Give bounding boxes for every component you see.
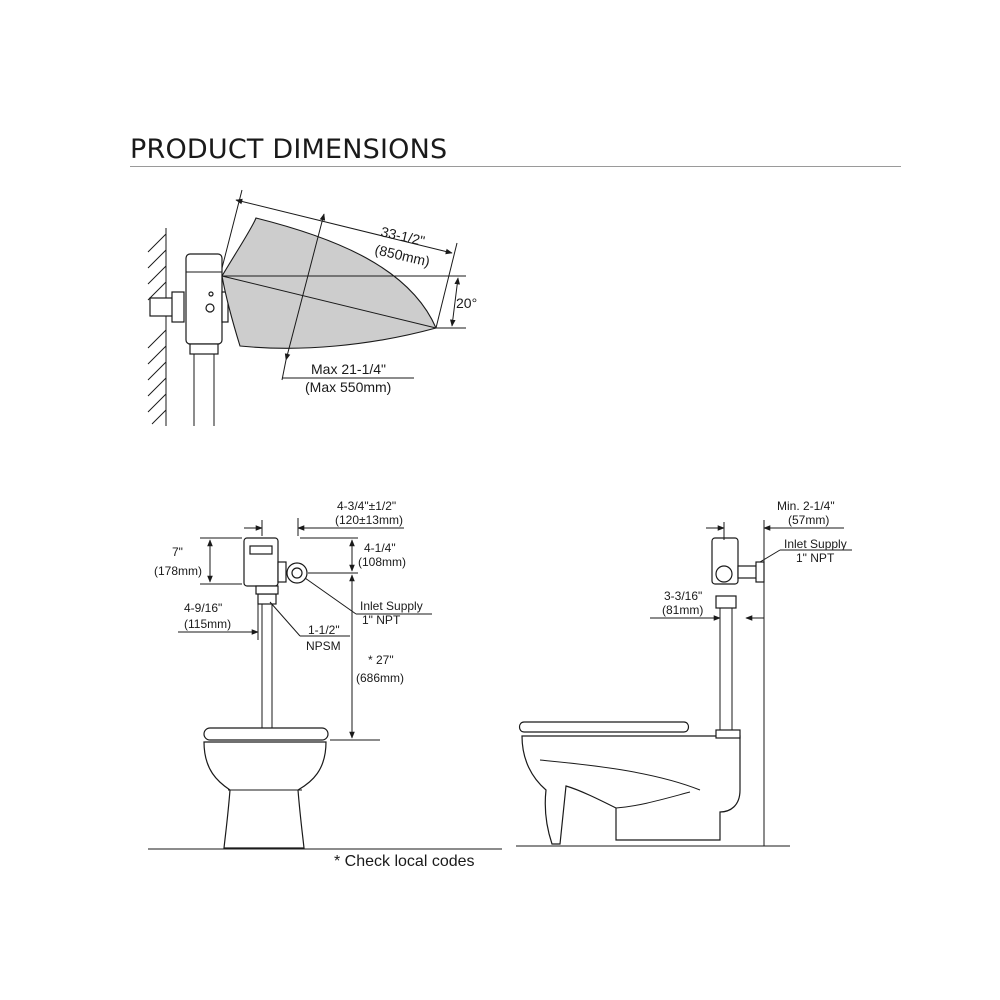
- spud-offset-label: 3-3/16": [664, 589, 702, 603]
- max-range-dimension: [284, 213, 326, 361]
- inlet-thread-label: 1" NPT: [362, 613, 401, 627]
- supply-pipe: [149, 291, 185, 323]
- toilet-front: [203, 727, 329, 849]
- spud-offset-metric: (81mm): [662, 603, 703, 617]
- flush-pipe: [257, 593, 277, 728]
- leader-line: [269, 601, 301, 637]
- page-title: PRODUCT DIMENSIONS: [130, 134, 448, 165]
- side-flush-pipe: [715, 595, 741, 739]
- inlet-supply-label: Inlet Supply: [360, 599, 423, 613]
- outlet-offset-metric: (115mm): [184, 617, 231, 631]
- rough-in-label: * 27": [368, 653, 394, 667]
- max-range-label: Max 21-1/4": [311, 361, 386, 377]
- sensor-range-diagram: 33-1/2" (850mm) 20° Max 21-1/4" (Max 550…: [147, 189, 477, 426]
- projection-label: 4-3/4"±1/2": [337, 499, 396, 513]
- wall-clearance-label: Min. 2-1/4": [777, 499, 835, 513]
- toilet-side: [518, 721, 741, 845]
- range-length-dimension: [235, 198, 453, 255]
- front-view-diagram: 4-3/4"±1/2" (120±13mm) 7" (178mm) 4-1/4"…: [148, 499, 502, 870]
- inlet-height-metric: (108mm): [358, 555, 406, 569]
- flush-valve-body: [185, 253, 229, 426]
- sensor-axis-line: [221, 275, 437, 329]
- wall-hatching: [147, 228, 167, 426]
- outlet-offset-label: 4-9/16": [184, 601, 222, 615]
- leader-line: [304, 577, 357, 615]
- spud-size-label: 1-1/2": [308, 623, 340, 637]
- projection-metric: (120±13mm): [335, 513, 403, 527]
- body-height-metric: (178mm): [154, 564, 202, 578]
- wall-clearance-metric: (57mm): [788, 513, 829, 527]
- extension-line: [435, 242, 458, 329]
- side-view-diagram: Min. 2-1/4" (57mm) Inlet Supply 1" NPT 3…: [516, 499, 852, 847]
- spud-thread-label: NPSM: [306, 639, 341, 653]
- leader-line: [759, 549, 781, 563]
- flush-valve-side: [711, 537, 765, 585]
- title-divider: [130, 166, 901, 167]
- body-height-label: 7": [172, 545, 183, 559]
- max-range-metric: (Max 550mm): [305, 379, 391, 395]
- inlet-height-label: 4-1/4": [364, 541, 396, 555]
- flush-valve-front: [243, 537, 308, 595]
- extension-line: [281, 359, 287, 381]
- footnote: * Check local codes: [334, 853, 475, 870]
- side-inlet-thread-label: 1" NPT: [796, 551, 835, 565]
- rough-in-metric: (686mm): [356, 671, 404, 685]
- side-inlet-supply-label: Inlet Supply: [784, 537, 847, 551]
- angle-label: 20°: [456, 295, 477, 311]
- angle-dimension: [450, 277, 460, 327]
